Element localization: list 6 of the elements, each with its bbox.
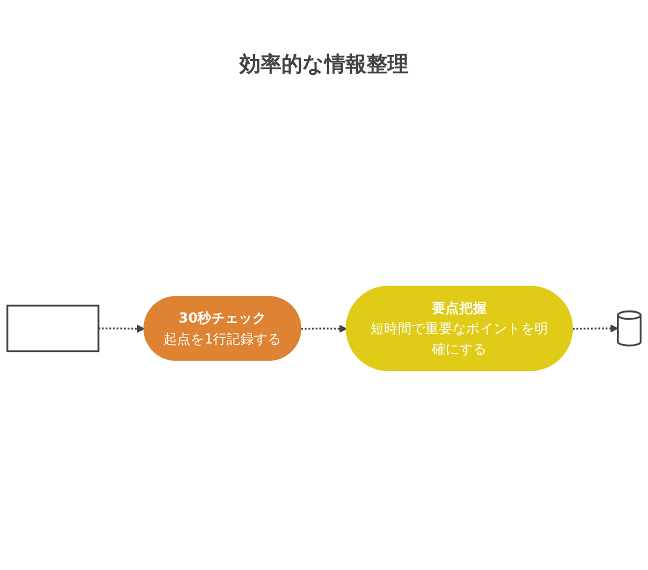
node-cabinet [616, 310, 642, 346]
arrow [301, 324, 348, 332]
arrow [98, 324, 145, 332]
node-clipboard [6, 304, 100, 352]
title: 効率的な情報整理 [238, 51, 410, 78]
arrow [572, 324, 618, 332]
